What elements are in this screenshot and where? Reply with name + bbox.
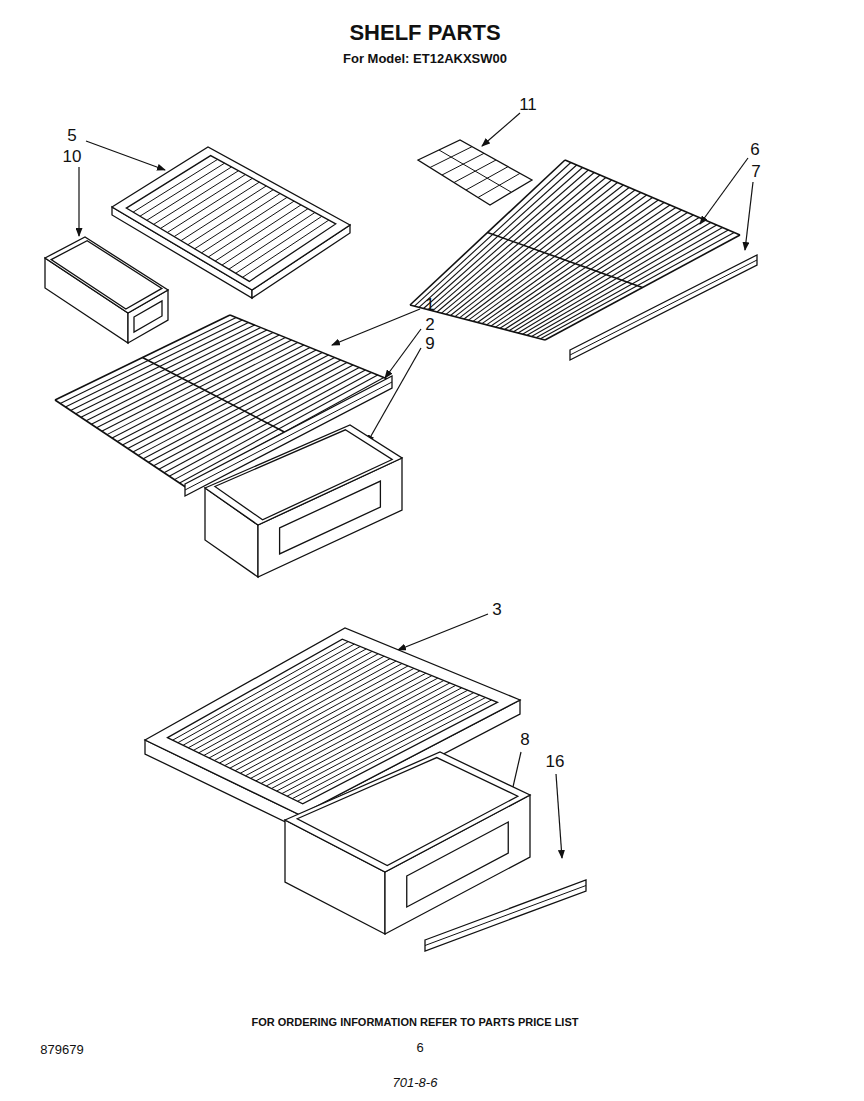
ice-tray [439, 150, 511, 192]
callout-number: 5 [67, 127, 76, 146]
callout-number: 2 [425, 316, 434, 335]
glass-shelf [251, 678, 438, 778]
glass-shelf [126, 156, 335, 282]
glass-shelf [194, 651, 373, 750]
storage-bin [45, 237, 168, 313]
glass-shelf [133, 159, 217, 212]
glass-shelf [222, 209, 308, 265]
glass-shelf [195, 194, 280, 249]
callout-number: 1 [425, 296, 434, 315]
glass-shelf [140, 163, 225, 216]
page-number: 6 [416, 1041, 423, 1055]
glass-shelf [220, 664, 402, 764]
glass-shelf [181, 186, 266, 241]
glass-shelf [246, 676, 432, 776]
wire-shelf [112, 343, 298, 439]
wire-shelf [473, 195, 647, 321]
wire-shelf [487, 203, 665, 325]
callout-number: 10 [63, 148, 82, 167]
glass-shelf [240, 673, 426, 773]
callout-number: 9 [425, 335, 434, 354]
glass-shelf [174, 182, 259, 236]
shelf-trim-rail [185, 376, 392, 496]
footer-note: FOR ORDERING INFORMATION REFER TO PARTS … [252, 1016, 579, 1028]
diagram-title: SHELF PARTS [349, 21, 500, 45]
shelf-trim-rail [570, 255, 757, 360]
glass-shelf [225, 666, 408, 766]
glass-shelf [188, 190, 273, 245]
glass-shelf [230, 668, 414, 768]
callout-number: 3 [492, 601, 501, 620]
crisper-drawer [280, 481, 381, 554]
glass-shelf [229, 213, 315, 270]
glass-shelf [236, 216, 322, 273]
document-number: 879679 [40, 1043, 83, 1057]
ice-tray [418, 140, 532, 205]
glass-shelf [235, 671, 420, 771]
wire-shelf [482, 200, 658, 324]
glass-shelf [204, 656, 384, 755]
callout-number: 7 [751, 163, 760, 182]
wire-shelf [478, 198, 653, 323]
glass-shelf [147, 167, 232, 220]
callout-number: 8 [520, 731, 529, 750]
glass-shelf [154, 171, 239, 225]
glass-shelf [160, 175, 245, 229]
wire-shelf [123, 348, 311, 446]
model-number: For Model: ET12AKXSW00 [343, 52, 507, 66]
leader-lines [79, 113, 753, 858]
glass-shelf [199, 654, 378, 753]
shelf-trim-rail [185, 382, 392, 490]
glass-shelf [208, 201, 294, 257]
wire-shelf [143, 358, 291, 436]
callout-number: 11 [519, 96, 537, 115]
glass-shelf [188, 649, 366, 748]
wire-shelf [488, 233, 643, 288]
shelf-trim-rail [570, 260, 757, 355]
handwritten-code: 701-8-6 [393, 1076, 438, 1090]
glass-shelf [201, 197, 287, 253]
glass-shelf [215, 205, 301, 261]
glass-shelf [214, 661, 396, 760]
shelf-trim-rail [425, 886, 586, 946]
wire-shelf [117, 345, 304, 442]
glass-shelf [209, 659, 390, 758]
shelf-trim-rail [425, 880, 586, 951]
crisper-drawer [407, 822, 509, 907]
glass-shelf [112, 147, 350, 290]
storage-bin [134, 301, 162, 332]
glass-shelf [243, 220, 329, 277]
wire-shelf [107, 340, 292, 435]
glass-shelf [183, 647, 360, 746]
part-drawings [45, 140, 757, 951]
glass-shelf [167, 178, 252, 232]
callout-number: 6 [750, 141, 759, 160]
callout-number: 16 [546, 753, 565, 772]
storage-bin [51, 241, 162, 309]
